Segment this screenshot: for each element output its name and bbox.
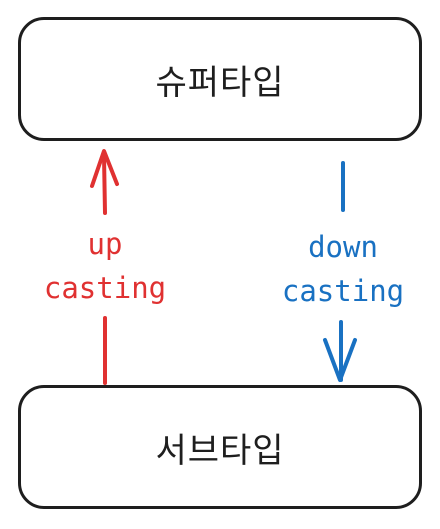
upcasting-arrowhead <box>90 149 119 188</box>
subtype-label: 서브타입 <box>155 430 285 471</box>
upcasting-label-line2: casting <box>43 271 167 305</box>
subtype-node: 서브타입 <box>18 385 422 509</box>
supertype-label: 슈퍼타입 <box>155 62 285 103</box>
upcasting-label: up casting <box>16 222 194 310</box>
upcasting-arrow <box>90 149 119 385</box>
downcasting-label-line2: casting <box>281 274 405 308</box>
downcasting-arrowhead <box>323 338 357 382</box>
upcasting-label-line1: up <box>87 227 123 261</box>
downcasting-label: down casting <box>254 225 432 313</box>
downcasting-label-line1: down <box>308 230 378 264</box>
upcasting-shaft-upper <box>102 154 107 215</box>
supertype-node: 슈퍼타입 <box>18 17 422 141</box>
downcasting-arrow <box>323 161 357 382</box>
